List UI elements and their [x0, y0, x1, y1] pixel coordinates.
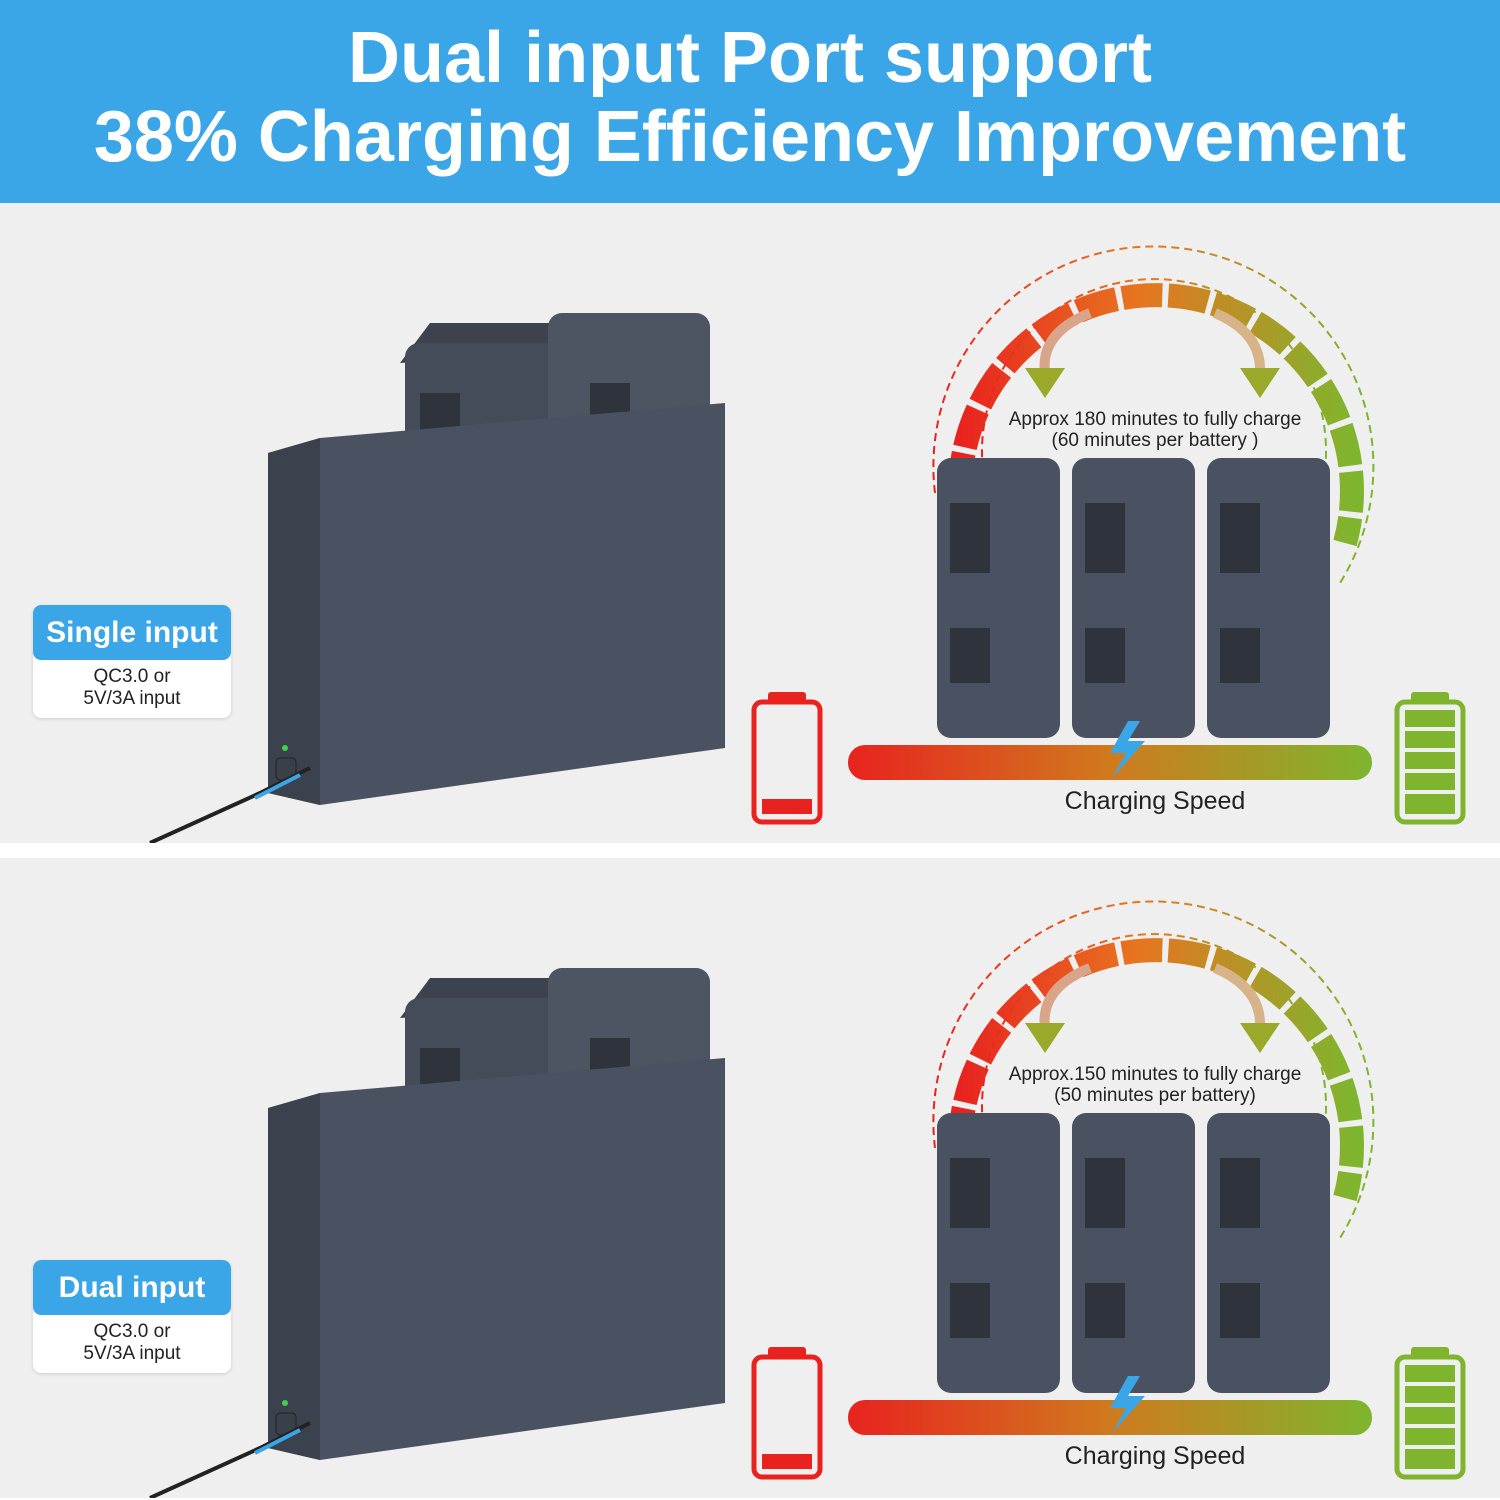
- drone-battery: [1207, 458, 1330, 738]
- charger-hub: [149, 968, 725, 1498]
- input-mode-card: Dual input QC3.0 or 5V/3A input: [33, 1260, 231, 1373]
- arrow-down-icon: [1240, 1023, 1280, 1053]
- illustration: [149, 245, 1466, 843]
- charger-hub: [149, 313, 725, 843]
- charge-time-total: Approx.150 minutes to fully charge: [1008, 1064, 1302, 1085]
- charge-time-per-battery: (60 minutes per battery ): [1051, 430, 1259, 451]
- arrow-down-icon: [1025, 368, 1065, 398]
- battery-row: [937, 458, 1330, 738]
- charging-speed-label: Charging Speed: [1064, 1442, 1246, 1470]
- battery-row: [937, 1113, 1330, 1393]
- drone-battery: [937, 1113, 1060, 1393]
- input-mode-card: Single input QC3.0 or 5V/3A input: [33, 605, 231, 718]
- charge-time-text: Approx 180 minutes to fully charge (60 m…: [960, 409, 1350, 451]
- header-banner: Dual input Port support 38% Charging Eff…: [0, 0, 1500, 203]
- input-spec-line2: 5V/3A input: [83, 688, 181, 709]
- arrow-down-icon: [1025, 1023, 1065, 1053]
- lightning-icon: [1110, 1376, 1145, 1433]
- drone-battery: [1072, 1113, 1195, 1393]
- lightning-icon: [1110, 721, 1145, 778]
- charge-progress-arc: [932, 900, 1375, 1239]
- charging-speed-bar: [848, 745, 1372, 780]
- headline: Dual input Port support: [348, 18, 1152, 98]
- battery-full-icon: [1394, 692, 1466, 825]
- battery-low-icon: [751, 692, 823, 825]
- charge-time-per-battery: (50 minutes per battery): [1054, 1085, 1256, 1106]
- charging-speed-bar: [848, 1400, 1372, 1435]
- input-spec-line1: QC3.0 or: [93, 1321, 171, 1342]
- charge-time-total: Approx 180 minutes to fully charge: [1008, 409, 1302, 430]
- input-mode-title: Dual input: [33, 1260, 231, 1315]
- input-spec-line1: QC3.0 or: [93, 666, 171, 687]
- drone-battery: [1072, 458, 1195, 738]
- subheadline: 38% Charging Efficiency Improvement: [93, 97, 1407, 177]
- charge-progress-arc: [932, 245, 1375, 584]
- battery-low-icon: [751, 1347, 823, 1480]
- charging-speed-label: Charging Speed: [1064, 787, 1246, 815]
- input-mode-title: Single input: [33, 605, 231, 660]
- drone-battery: [937, 458, 1060, 738]
- charge-time-text: Approx.150 minutes to fully charge (50 m…: [960, 1064, 1350, 1106]
- arrow-down-icon: [1240, 368, 1280, 398]
- single-input-panel: Single input QC3.0 or 5V/3A input Approx…: [0, 203, 1500, 843]
- illustration: [149, 900, 1466, 1498]
- input-spec-line2: 5V/3A input: [83, 1343, 181, 1364]
- battery-full-icon: [1394, 1347, 1466, 1480]
- drone-battery: [1207, 1113, 1330, 1393]
- dual-input-panel: Dual input QC3.0 or 5V/3A input Approx.1…: [0, 858, 1500, 1498]
